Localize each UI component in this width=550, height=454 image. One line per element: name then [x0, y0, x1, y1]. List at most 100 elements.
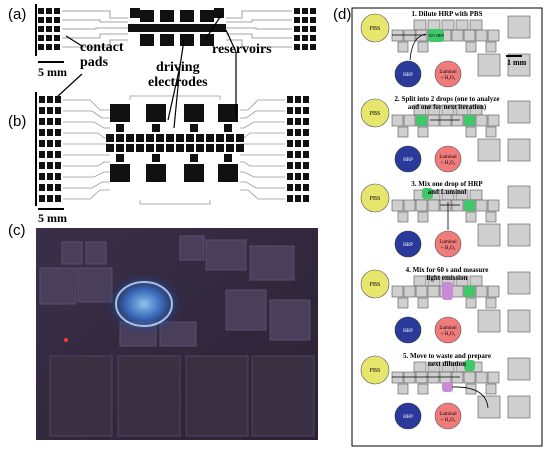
electrode-stem — [485, 297, 497, 309]
electrode-stem — [485, 383, 497, 395]
electrode-stem — [417, 41, 429, 53]
electrode-top — [413, 19, 427, 31]
droplet — [422, 188, 433, 199]
h2o2-label: + H₂O₂ — [441, 246, 456, 251]
h2o2-label: + H₂O₂ — [441, 332, 456, 337]
hrp-reservoir — [394, 316, 422, 344]
reservoir-bottom-right-2 — [507, 395, 531, 419]
electrode-row — [391, 114, 404, 127]
electrode-row — [439, 114, 452, 127]
electrode-stem — [465, 211, 477, 223]
electrode-row — [475, 285, 488, 298]
electrode-row — [391, 29, 404, 42]
electrode-stem — [417, 383, 429, 395]
pbs-reservoir — [360, 183, 390, 213]
pbs-label: PBS — [370, 368, 381, 374]
electrode-stem — [465, 126, 477, 138]
droplet — [416, 115, 427, 126]
reservoir-bottom-right — [477, 138, 501, 162]
hrp-label: HRP — [403, 243, 413, 248]
electrode-stem — [397, 126, 409, 138]
electrode-row — [487, 285, 500, 298]
droplet — [464, 115, 475, 126]
reservoir-bottom-right — [477, 309, 501, 333]
reservoirs-b — [110, 104, 238, 182]
scale-label-d: 1 mm — [507, 58, 527, 67]
pbs-label: PBS — [370, 26, 381, 32]
electrode-row — [403, 199, 416, 212]
electrode-row — [403, 29, 416, 42]
electrode-row — [451, 371, 464, 384]
step-2-title: 2. Split into 2 drops (one to analyze an… — [394, 95, 500, 111]
chip-a — [35, 4, 318, 63]
droplet — [464, 360, 475, 371]
step-3-title: 3. Mix one drop of HRP and Luminol — [411, 180, 483, 196]
electrode-row — [451, 199, 464, 212]
reservoir-top-right — [507, 15, 531, 39]
h2o2-label: + H₂O₂ — [441, 161, 456, 166]
pbs-reservoir — [360, 13, 390, 43]
h2o2-label: + H₂O₂ — [441, 76, 456, 81]
label-driving-electrodes: driving electrodes — [148, 60, 208, 90]
photo-c — [36, 228, 318, 440]
hrp-reservoir — [394, 230, 422, 258]
electrode-stem — [417, 297, 429, 309]
luminol-reservoir — [434, 145, 462, 173]
panel-b-label: (b) — [8, 113, 27, 130]
reservoir-bottom-right — [477, 223, 501, 247]
scale-label-a: 5 mm — [38, 65, 67, 79]
luminol-reservoir — [434, 60, 462, 88]
scale-label-b: 5 mm — [38, 211, 67, 225]
electrode-row — [415, 199, 428, 212]
pbs-reservoir — [360, 269, 390, 299]
electrode-row — [415, 371, 428, 384]
flow-arrow — [451, 386, 489, 409]
electrode-row — [415, 285, 428, 298]
droplet — [464, 200, 475, 211]
reservoir-bottom-right — [477, 395, 501, 419]
electrode-row — [475, 114, 488, 127]
electrode-top — [427, 19, 441, 31]
electrode-row — [487, 199, 500, 212]
annotation-arrows — [57, 13, 237, 129]
electrode-row — [439, 199, 452, 212]
droplet — [464, 286, 475, 297]
pbs-label: PBS — [370, 282, 381, 288]
luminol-label: Luminol — [439, 326, 457, 331]
hrp-reservoir — [394, 402, 422, 430]
pbs-label: PBS — [370, 196, 381, 202]
flow-arrow — [409, 33, 427, 61]
contact-pads-right-a — [294, 8, 316, 50]
hrp-label: HRP — [403, 415, 413, 420]
droplet — [428, 29, 444, 42]
electrode-stem — [397, 211, 409, 223]
electrode-row — [391, 285, 404, 298]
electrode-row — [487, 114, 500, 127]
contact-pads-left-b — [39, 96, 61, 202]
reservoir-bottom-right — [477, 53, 501, 77]
electrode-row — [475, 371, 488, 384]
panel-c-label: (c) — [8, 222, 26, 239]
hrp-reservoir — [394, 145, 422, 173]
electrode-row — [391, 371, 404, 384]
electrode-row — [427, 285, 440, 298]
pbs-label: PBS — [370, 111, 381, 117]
step-5-title: 5. Move to waste and prepare next diluti… — [402, 352, 491, 368]
reservoir-top-right — [507, 357, 531, 381]
electrode-row — [403, 285, 416, 298]
reservoir-bottom-right-2 — [507, 223, 531, 247]
reservoir-top-right — [507, 100, 531, 124]
reservoir-top-right — [507, 271, 531, 295]
step-1-title: 1. Dilute HRP with PBS — [411, 10, 483, 18]
reservoir-bottom-right-2 — [507, 138, 531, 162]
electrode-stem — [465, 297, 477, 309]
reservoir-top-right — [507, 185, 531, 209]
panel-a-label: (a) — [8, 6, 27, 23]
electrode-stem — [417, 211, 429, 223]
electrode-stem — [397, 297, 409, 309]
electrode-row — [427, 199, 440, 212]
luminol-reservoir — [434, 230, 462, 258]
electrode-stem — [397, 383, 409, 395]
